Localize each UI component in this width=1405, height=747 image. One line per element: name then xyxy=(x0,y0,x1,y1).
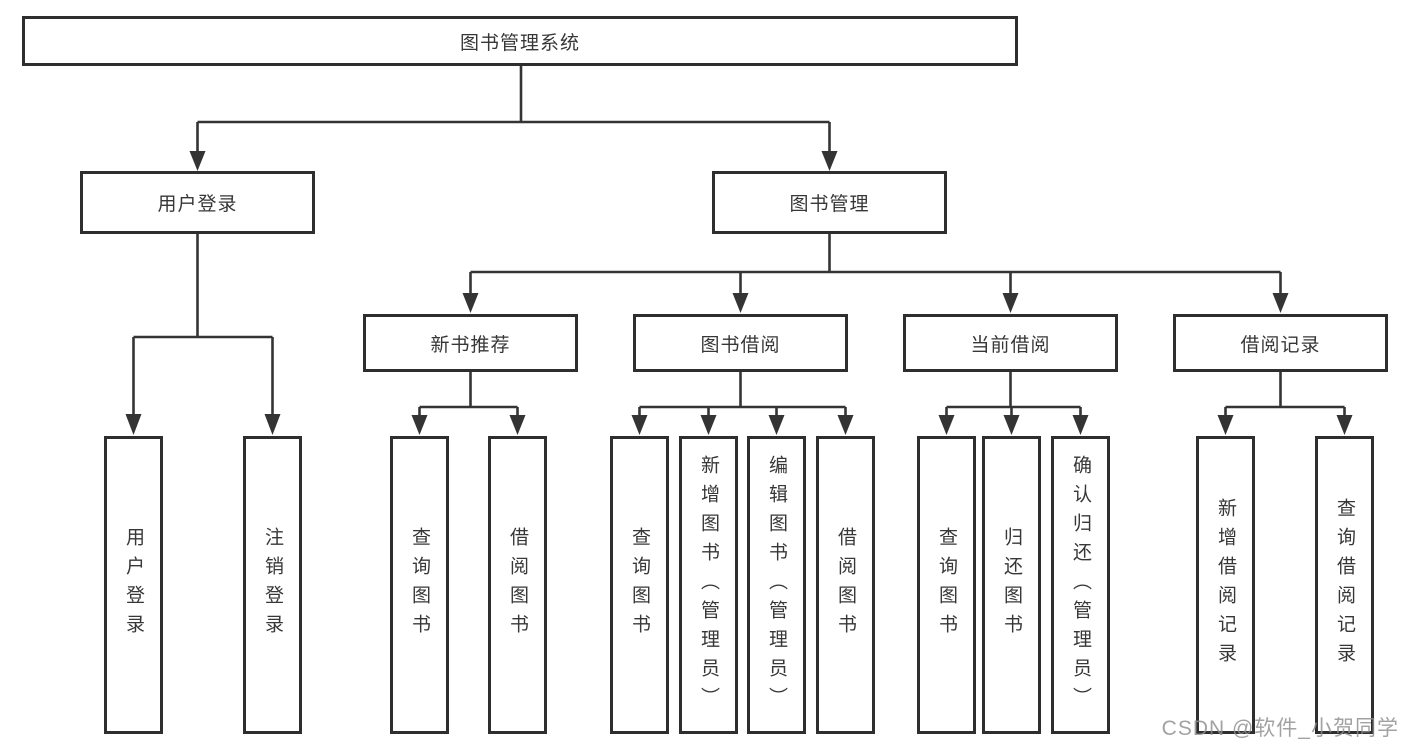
node-label: 当前借阅 xyxy=(970,334,1051,356)
node-label: 借阅图书 xyxy=(507,527,528,643)
leaf-query-books: 查询图书 xyxy=(390,436,449,734)
node-label: 新增借阅记录 xyxy=(1215,498,1236,672)
leaf-query-borrow-record: 查询借阅记录 xyxy=(1315,436,1374,734)
leaf-add-books-admin: 新增图书（管理员） xyxy=(679,436,738,734)
node-user-login-module: 用户登录 xyxy=(80,171,315,234)
node-book-management-module: 图书管理 xyxy=(712,171,947,234)
node-book-borrow: 图书借阅 xyxy=(633,314,848,372)
node-label: 图书管理系统 xyxy=(459,32,580,54)
node-library-management-system: 图书管理系统 xyxy=(22,16,1018,66)
leaf-borrow-books: 借阅图书 xyxy=(816,436,875,734)
node-label: 新增图书（管理员） xyxy=(698,454,719,716)
node-current-borrow: 当前借阅 xyxy=(903,314,1118,372)
leaf-return-books: 归还图书 xyxy=(982,436,1041,734)
node-label: 查询借阅记录 xyxy=(1334,498,1355,672)
node-label: 确认归还（管理员） xyxy=(1070,454,1091,716)
node-label: 新书推荐 xyxy=(430,334,511,356)
node-label: 编辑图书（管理员） xyxy=(766,454,787,716)
leaf-user-login: 用户登录 xyxy=(104,436,163,734)
leaf-query-books: 查询图书 xyxy=(610,436,669,734)
leaf-edit-books-admin: 编辑图书（管理员） xyxy=(747,436,806,734)
node-label: 用户登录 xyxy=(123,527,144,643)
node-label: 归还图书 xyxy=(1001,527,1022,643)
node-label: 查询图书 xyxy=(629,527,650,643)
leaf-query-books: 查询图书 xyxy=(917,436,976,734)
node-label: 查询图书 xyxy=(409,527,430,643)
node-label: 查询图书 xyxy=(936,527,957,643)
node-label: 注销登录 xyxy=(262,527,283,643)
leaf-borrow-books: 借阅图书 xyxy=(488,436,547,734)
node-new-book-recommend: 新书推荐 xyxy=(363,314,578,372)
node-borrow-records: 借阅记录 xyxy=(1173,314,1388,372)
leaf-add-borrow-record: 新增借阅记录 xyxy=(1196,436,1255,734)
node-label: 借阅图书 xyxy=(835,527,856,643)
node-label: 图书借阅 xyxy=(700,334,781,356)
node-label: 图书管理 xyxy=(789,194,870,215)
leaf-confirm-return-admin: 确认归还（管理员） xyxy=(1051,436,1110,734)
node-label: 用户登录 xyxy=(157,194,238,215)
leaf-logout: 注销登录 xyxy=(243,436,302,734)
node-label: 借阅记录 xyxy=(1240,334,1321,356)
